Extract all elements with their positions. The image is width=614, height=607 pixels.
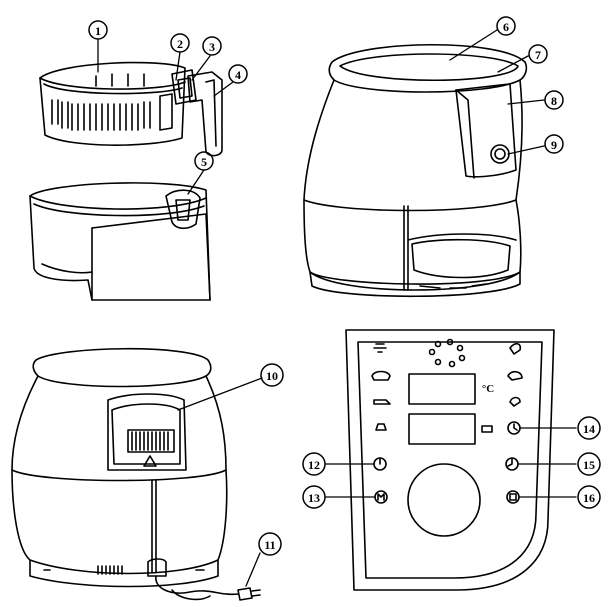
callout-16: 16 (583, 491, 595, 505)
frying-drawer (29, 182, 211, 301)
air-fryer-back-view (11, 347, 261, 601)
callout-5: 5 (201, 155, 207, 169)
callout-9: 9 (551, 138, 557, 152)
warning-icon (143, 455, 157, 467)
callout-1: 1 (95, 24, 101, 38)
callout-13: 13 (308, 491, 320, 505)
leader-lines (97, 29, 577, 587)
callout-10: 10 (266, 369, 278, 383)
basket-release-button (159, 69, 197, 131)
menu-preset-icons (371, 342, 523, 433)
callout-6: 6 (503, 20, 509, 34)
basket-handle (187, 71, 223, 157)
temperature-unit-label: °C (482, 383, 494, 395)
callout-4: 4 (235, 68, 241, 82)
callout-labels: 1 2 3 4 5 6 7 8 9 10 11 12 13 14 15 16 °… (95, 20, 595, 552)
power-icon (373, 457, 387, 471)
control-panel-outline (345, 329, 555, 591)
air-fryer-front-view (303, 43, 528, 298)
callout-3: 3 (209, 40, 215, 54)
temp-control-icon (505, 457, 519, 471)
callout-8: 8 (551, 94, 557, 108)
callout-15: 15 (583, 458, 595, 472)
callout-7: 7 (535, 48, 541, 62)
menu-icon (374, 490, 388, 504)
timer-icon (507, 421, 521, 435)
display-screens (408, 373, 476, 445)
callout-markers (88, 16, 601, 556)
fan-icon (428, 338, 466, 368)
callout-11: 11 (264, 538, 275, 552)
stop-icon (506, 490, 520, 504)
callout-12: 12 (308, 458, 320, 472)
control-dial (407, 463, 481, 537)
callout-2: 2 (177, 37, 183, 51)
callout-14: 14 (583, 422, 595, 436)
frying-basket (39, 61, 186, 146)
